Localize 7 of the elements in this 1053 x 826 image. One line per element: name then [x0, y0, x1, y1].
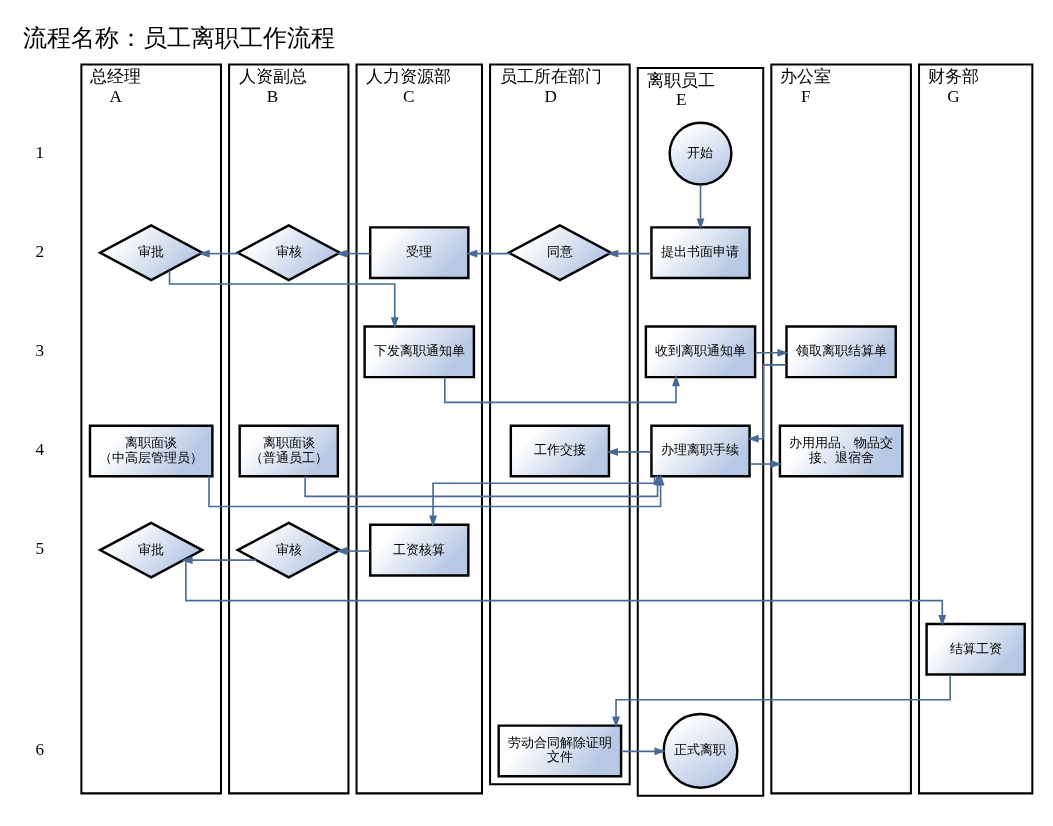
label: 6: [35, 740, 45, 760]
label: 4: [35, 440, 45, 460]
diagram-title: 流程名称：员工离职工作流程: [23, 23, 335, 51]
label: 5: [35, 539, 45, 559]
label: 2: [35, 241, 45, 261]
label: 3: [35, 340, 45, 360]
label: 1: [35, 142, 45, 162]
